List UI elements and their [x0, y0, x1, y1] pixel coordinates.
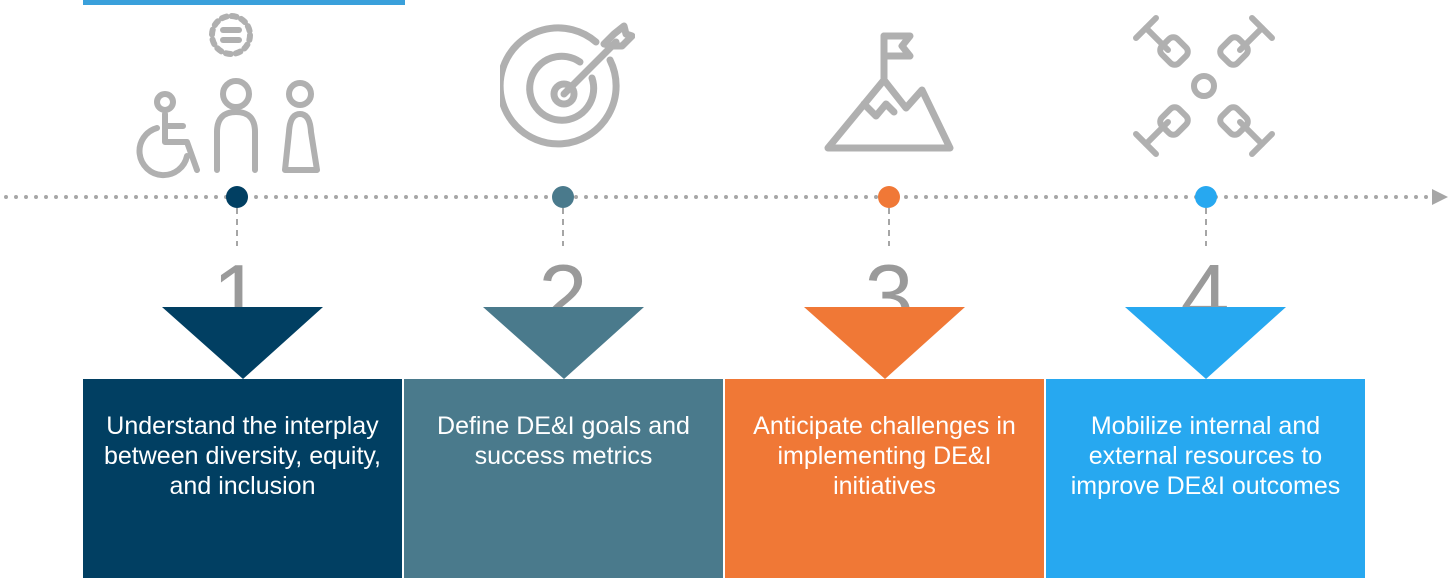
accent-line — [83, 0, 405, 5]
step-text-1: Understand the interplay between diversi… — [104, 412, 381, 500]
step-notch — [83, 307, 402, 379]
target-arrow-icon — [500, 20, 635, 155]
diverse-people-equality-icon — [135, 10, 335, 182]
step-notch — [725, 307, 1044, 379]
step-text-2: Define DE&I goals and success metrics — [437, 412, 690, 470]
mountain-flag-icon — [824, 28, 954, 153]
timeline-dot-2 — [552, 186, 574, 208]
step-card-2: Define DE&I goals and success metrics — [404, 307, 723, 578]
timeline-dot-4 — [1195, 186, 1217, 208]
step-card-3: Anticipate challenges in implementing DE… — [725, 307, 1044, 578]
timeline-dot-3 — [878, 186, 900, 208]
timeline-arrowhead — [1432, 189, 1448, 205]
step-text-4: Mobilize internal and external resources… — [1070, 412, 1341, 500]
step-card-4: Mobilize internal and external resources… — [1046, 307, 1365, 578]
step-card-1: Understand the interplay between diversi… — [83, 307, 402, 578]
fist-bump-unity-icon — [1128, 10, 1280, 162]
step-notch — [1046, 307, 1365, 379]
step-notch — [404, 307, 723, 379]
timeline — [4, 186, 1448, 246]
step-text-3: Anticipate challenges in implementing DE… — [753, 412, 1016, 500]
timeline-dot-1 — [226, 186, 248, 208]
